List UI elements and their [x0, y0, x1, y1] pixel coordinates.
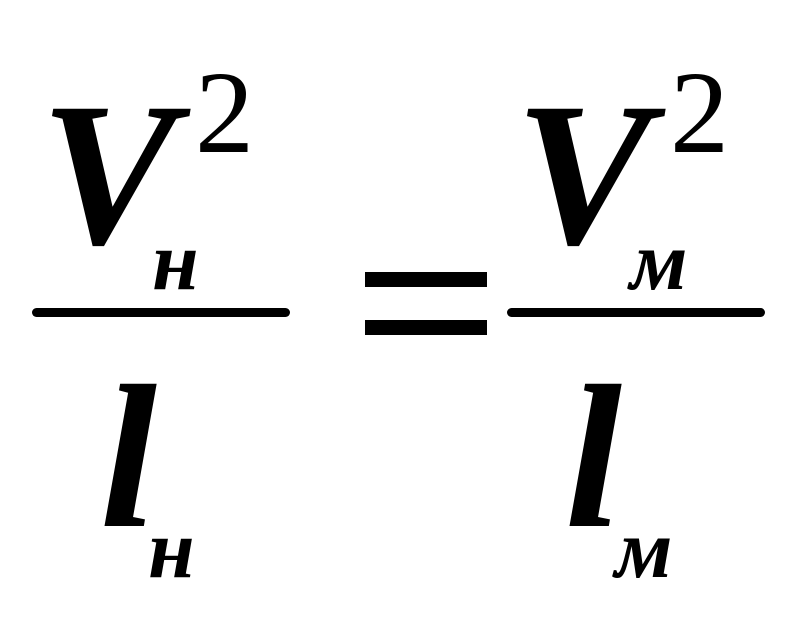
left-numerator-base: V [40, 61, 177, 288]
left-numerator-superscript: 2 [195, 47, 254, 178]
equals-sign-bottom-line [365, 320, 487, 335]
right-denominator-subscript: м [615, 503, 673, 596]
right-denominator-base: l [565, 344, 622, 571]
right-numerator-subscript: м [630, 215, 688, 308]
right-fraction-bar [507, 308, 765, 317]
left-denominator-base: l [100, 344, 157, 571]
equals-sign-top-line [365, 272, 487, 287]
right-numerator-superscript: 2 [670, 47, 729, 178]
left-denominator-subscript: н [148, 503, 195, 596]
right-numerator-base: V [515, 61, 652, 288]
left-fraction-bar [32, 308, 290, 317]
left-numerator-subscript: н [152, 215, 199, 308]
